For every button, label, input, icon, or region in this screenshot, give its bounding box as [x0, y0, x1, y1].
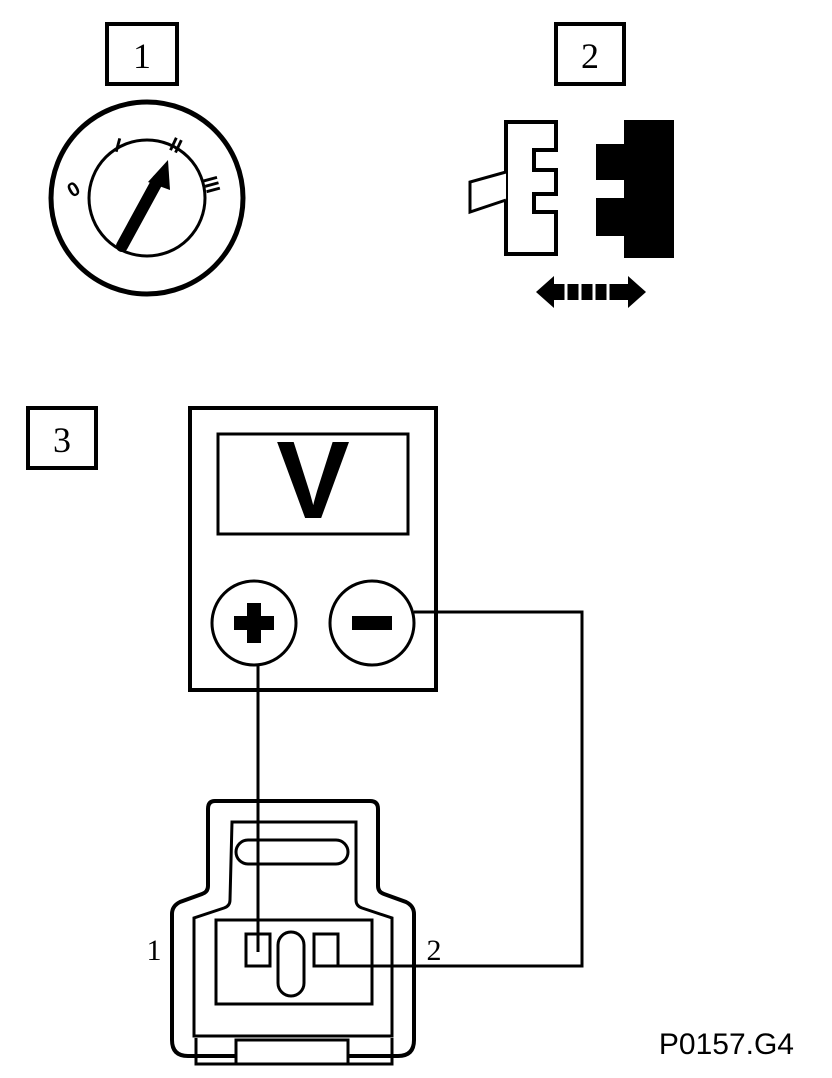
minus-icon: [352, 616, 392, 630]
voltmeter-display: [216, 432, 410, 536]
step-3-label: 3: [53, 420, 71, 460]
step-1-group: 1 0 I II III: [48, 22, 246, 297]
ignition-pos-3: III: [198, 174, 224, 196]
negative-lead-wire: [326, 610, 584, 968]
voltmeter-unit: V: [276, 419, 349, 542]
connector-bottom-latch: [234, 1038, 350, 1066]
connector-pin-2: [312, 932, 340, 968]
connector-lock-slot: [234, 838, 350, 866]
step-3-group: 3 V: [26, 406, 584, 1066]
pin-1-label: 1: [147, 934, 162, 967]
step-2-box: [554, 22, 626, 86]
connector-disconnect-icon: [468, 120, 674, 308]
step-1-label: 1: [133, 36, 151, 76]
ignition-pos-1: I: [112, 135, 123, 158]
plus-icon: [234, 603, 274, 643]
ignition-switch-icon: 0 I II III: [48, 99, 246, 297]
sensor-connector: [170, 799, 416, 1066]
figure-code: P0157.G4: [659, 1028, 794, 1061]
pin-2-label: 2: [427, 934, 442, 967]
voltmeter: V: [188, 406, 438, 692]
step-2-label: 2: [581, 36, 599, 76]
connector-key: [276, 930, 306, 998]
step-3-box: [26, 406, 98, 470]
step-1-box: [105, 22, 179, 86]
step-2-group: 2: [468, 22, 674, 308]
